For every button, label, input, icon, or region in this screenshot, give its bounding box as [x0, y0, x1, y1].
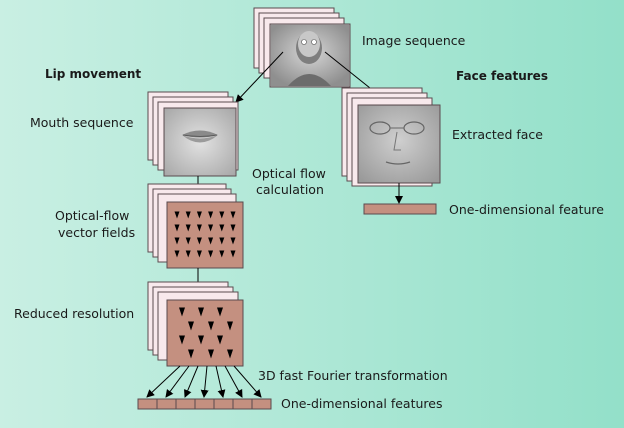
downward-triangle-icon [208, 237, 214, 245]
one-dim-feature-label: One-dimensional feature [449, 202, 604, 217]
downward-triangle-icon [208, 211, 214, 219]
reduced-resolution-stack [147, 281, 244, 367]
extracted-face-label: Extracted face [452, 127, 543, 142]
downward-triangle-icon [185, 211, 191, 219]
reduced-resolution-glyphs [179, 307, 233, 359]
downward-triangle-icon [230, 237, 236, 245]
one-dim-feature-bar [363, 203, 437, 215]
fan-arrow [200, 365, 209, 398]
mouth-sequence-stack [147, 91, 239, 177]
downward-triangle-icon [185, 250, 191, 258]
fft-label: 3D fast Fourier transformation [258, 368, 448, 383]
vector-fields-label-line1: Optical-flow [55, 208, 129, 223]
downward-triangle-icon [230, 224, 236, 232]
downward-triangle-icon [230, 250, 236, 258]
downward-triangle-icon [227, 349, 233, 359]
downward-triangle-icon [208, 224, 214, 232]
face-photo-icon [271, 25, 349, 86]
optical-flow-label-line1: Optical flow [252, 166, 326, 181]
downward-triangle-icon [174, 250, 180, 258]
downward-triangle-icon [227, 321, 233, 331]
one-dim-features-label: One-dimensional features [281, 396, 442, 411]
fan-arrow [215, 365, 226, 398]
downward-triangle-icon [174, 224, 180, 232]
fft-fan-arrows [146, 365, 262, 398]
downward-triangle-icon [174, 211, 180, 219]
downward-triangle-icon [196, 211, 202, 219]
downward-triangle-icon [208, 321, 214, 331]
vector-fields-label-line2: vector fields [58, 225, 135, 240]
downward-triangle-icon [230, 211, 236, 219]
reduced-resolution-label: Reduced resolution [14, 306, 134, 321]
downward-triangle-icon [179, 307, 185, 317]
downward-triangle-icon [219, 250, 225, 258]
downward-triangle-icon [196, 250, 202, 258]
vector-field-panel [166, 201, 244, 269]
extracted-face-stack [341, 87, 441, 187]
downward-triangle-icon [208, 349, 214, 359]
fan-arrow [165, 365, 190, 398]
downward-triangle-icon [196, 224, 202, 232]
feature-cell [137, 398, 158, 410]
downward-triangle-icon [217, 307, 223, 317]
vector-fields-stack [147, 183, 244, 269]
mouth-sequence-label: Mouth sequence [30, 115, 134, 130]
one-dim-features-row [137, 398, 272, 410]
downward-triangle-icon [217, 335, 223, 345]
downward-triangle-icon [198, 335, 204, 345]
reduced-resolution-panel [166, 299, 244, 367]
lip-movement-heading: Lip movement [45, 67, 141, 81]
feature-cell [213, 398, 234, 410]
downward-triangle-icon [196, 237, 202, 245]
downward-triangle-icon [179, 335, 185, 345]
image-sequence-stack [253, 7, 351, 88]
arrow-to-mouth-sequence [235, 51, 284, 103]
feature-cell [194, 398, 215, 410]
feature-cell [175, 398, 196, 410]
mouth-photo-icon [165, 109, 235, 175]
downward-triangle-icon [219, 224, 225, 232]
feature-cell [156, 398, 177, 410]
downward-triangle-icon [208, 250, 214, 258]
feature-cell [251, 398, 272, 410]
fan-arrow [233, 365, 262, 398]
fan-arrow [224, 365, 243, 398]
fan-arrow [146, 365, 181, 398]
downward-triangle-icon [185, 237, 191, 245]
optical-flow-label-line2: calculation [256, 182, 324, 197]
vector-field-glyphs [174, 211, 236, 258]
downward-triangle-icon [219, 211, 225, 219]
downward-triangle-icon [185, 224, 191, 232]
downward-triangle-icon [219, 237, 225, 245]
extracted-face-photo [359, 106, 439, 182]
downward-triangle-icon [188, 349, 194, 359]
fan-arrow [184, 365, 199, 398]
image-sequence-label: Image sequence [362, 33, 466, 48]
downward-triangle-icon [174, 237, 180, 245]
feature-cell [232, 398, 253, 410]
face-features-heading: Face features [456, 69, 548, 83]
downward-triangle-icon [188, 321, 194, 331]
downward-triangle-icon [198, 307, 204, 317]
